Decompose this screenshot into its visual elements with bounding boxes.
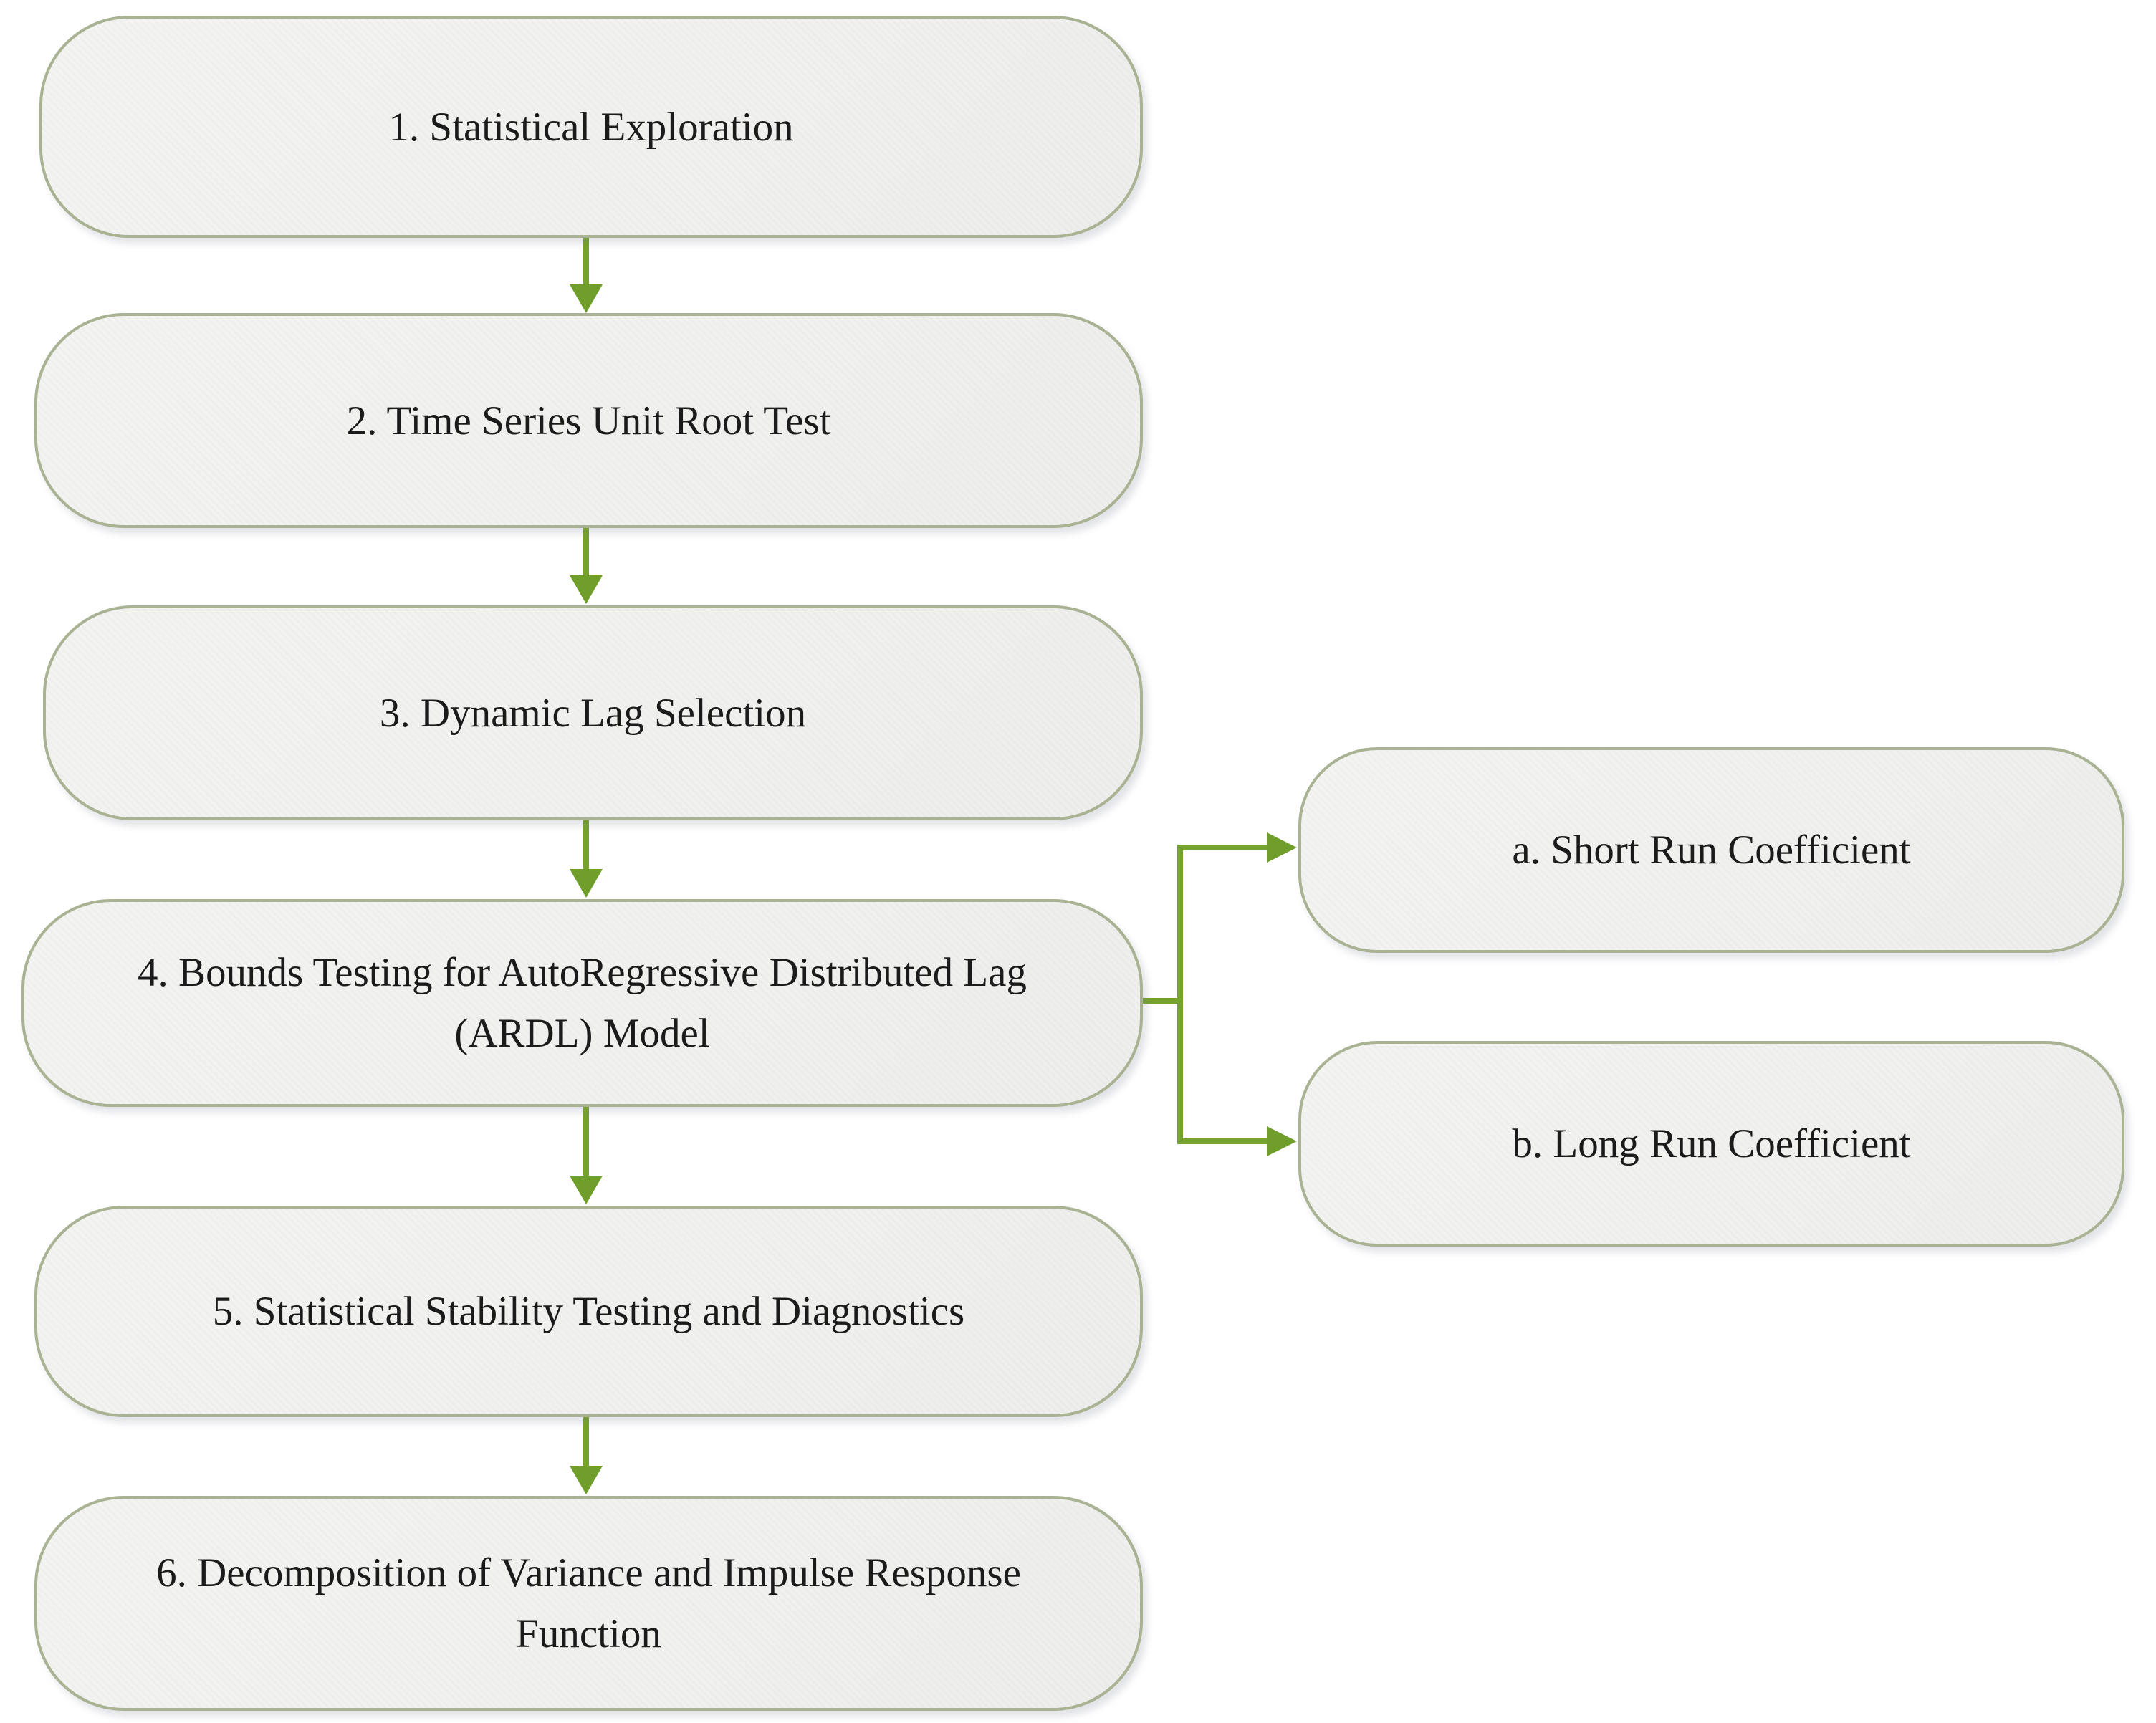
arrow-step4-step5 bbox=[570, 1107, 603, 1204]
flow-step-3-box: 3. Dynamic Lag Selection bbox=[43, 605, 1143, 820]
flow-step-6-label-line-2: Function bbox=[516, 1611, 661, 1656]
flow-step-6-label-line-1: 6. Decomposition of Variance and Impulse… bbox=[156, 1550, 1021, 1595]
flow-step-5-label: 5. Statistical Stability Testing and Dia… bbox=[212, 1289, 965, 1334]
branch-connector bbox=[1143, 845, 1267, 1144]
flow-step-1-label: 1. Statistical Exploration bbox=[388, 104, 794, 150]
branch-b-box: b. Long Run Coefficient bbox=[1298, 1041, 2124, 1247]
arrow-step2-step3 bbox=[570, 528, 603, 604]
flow-step-4-label-line-2: (ARDL) Model bbox=[454, 1011, 710, 1056]
branch-a-label: a. Short Run Coefficient bbox=[1512, 827, 1911, 873]
arrow-step3-step4 bbox=[570, 820, 603, 898]
arrow-step5-step6 bbox=[570, 1417, 603, 1494]
arrow-step4-branch-b bbox=[1267, 1126, 1297, 1156]
flow-step-2-label: 2. Time Series Unit Root Test bbox=[346, 398, 831, 443]
flow-step-6-box: 6. Decomposition of Variance and Impulse… bbox=[34, 1496, 1143, 1711]
flow-step-4-box: 4. Bounds Testing for AutoRegressive Dis… bbox=[21, 899, 1143, 1107]
arrow-step4-branch-a bbox=[1267, 832, 1297, 863]
flow-step-4-label-line-1: 4. Bounds Testing for AutoRegressive Dis… bbox=[138, 950, 1027, 995]
arrow-step1-step2 bbox=[570, 238, 603, 313]
branch-b-label: b. Long Run Coefficient bbox=[1512, 1121, 1911, 1166]
flow-step-1-box: 1. Statistical Exploration bbox=[39, 16, 1143, 238]
flow-step-2-box: 2. Time Series Unit Root Test bbox=[34, 313, 1143, 528]
flow-step-3-label: 3. Dynamic Lag Selection bbox=[379, 690, 807, 736]
branch-a-box: a. Short Run Coefficient bbox=[1298, 747, 2124, 953]
flow-step-5-box: 5. Statistical Stability Testing and Dia… bbox=[34, 1206, 1143, 1417]
